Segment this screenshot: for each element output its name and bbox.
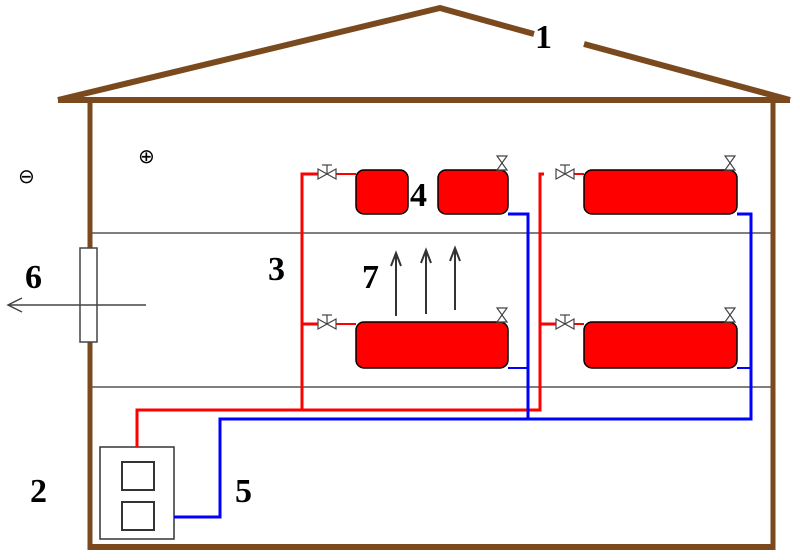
radiator-lower-right: [583, 321, 738, 369]
valve-lower-left: [317, 314, 337, 331]
air-vent-lower-left: [495, 307, 509, 323]
minus-symbol: ⊖: [18, 164, 35, 188]
radiator-upper-left-b: [437, 169, 509, 215]
roof-right: [583, 41, 791, 103]
boiler-panel-top: [121, 461, 155, 491]
air-vent-lower-right: [723, 307, 737, 323]
radiator-upper-left-a: [355, 169, 409, 215]
boiler-panel-bottom: [121, 501, 155, 531]
return-main-pipe: [174, 212, 753, 519]
label-supply-riser: 3: [268, 251, 285, 288]
plus-symbol: ⊕: [138, 144, 155, 168]
label-radiator: 4: [410, 177, 427, 214]
label-boiler: 2: [30, 473, 47, 510]
valve-upper-left: [317, 164, 337, 181]
valve-lower-right: [555, 314, 575, 331]
window: [79, 247, 98, 343]
label-heat-loss: 6: [25, 259, 42, 296]
return-riser-pipe: [508, 212, 530, 419]
radiator-upper-right: [583, 169, 738, 215]
supply-main-pipe: [135, 172, 544, 447]
air-vent-upper-right: [723, 155, 737, 171]
label-roof: 1: [535, 19, 552, 56]
label-convection: 7: [362, 259, 379, 296]
convection-arrows: [390, 245, 461, 316]
roof-left: [57, 5, 535, 103]
air-vent-upper-left: [495, 155, 509, 171]
supply-riser-pipe: [300, 172, 318, 410]
radiator-lower-left: [355, 321, 509, 369]
valve-upper-right: [555, 164, 575, 181]
heat-loss-arrowhead: [6, 297, 23, 313]
label-return-pipe: 5: [235, 473, 252, 510]
